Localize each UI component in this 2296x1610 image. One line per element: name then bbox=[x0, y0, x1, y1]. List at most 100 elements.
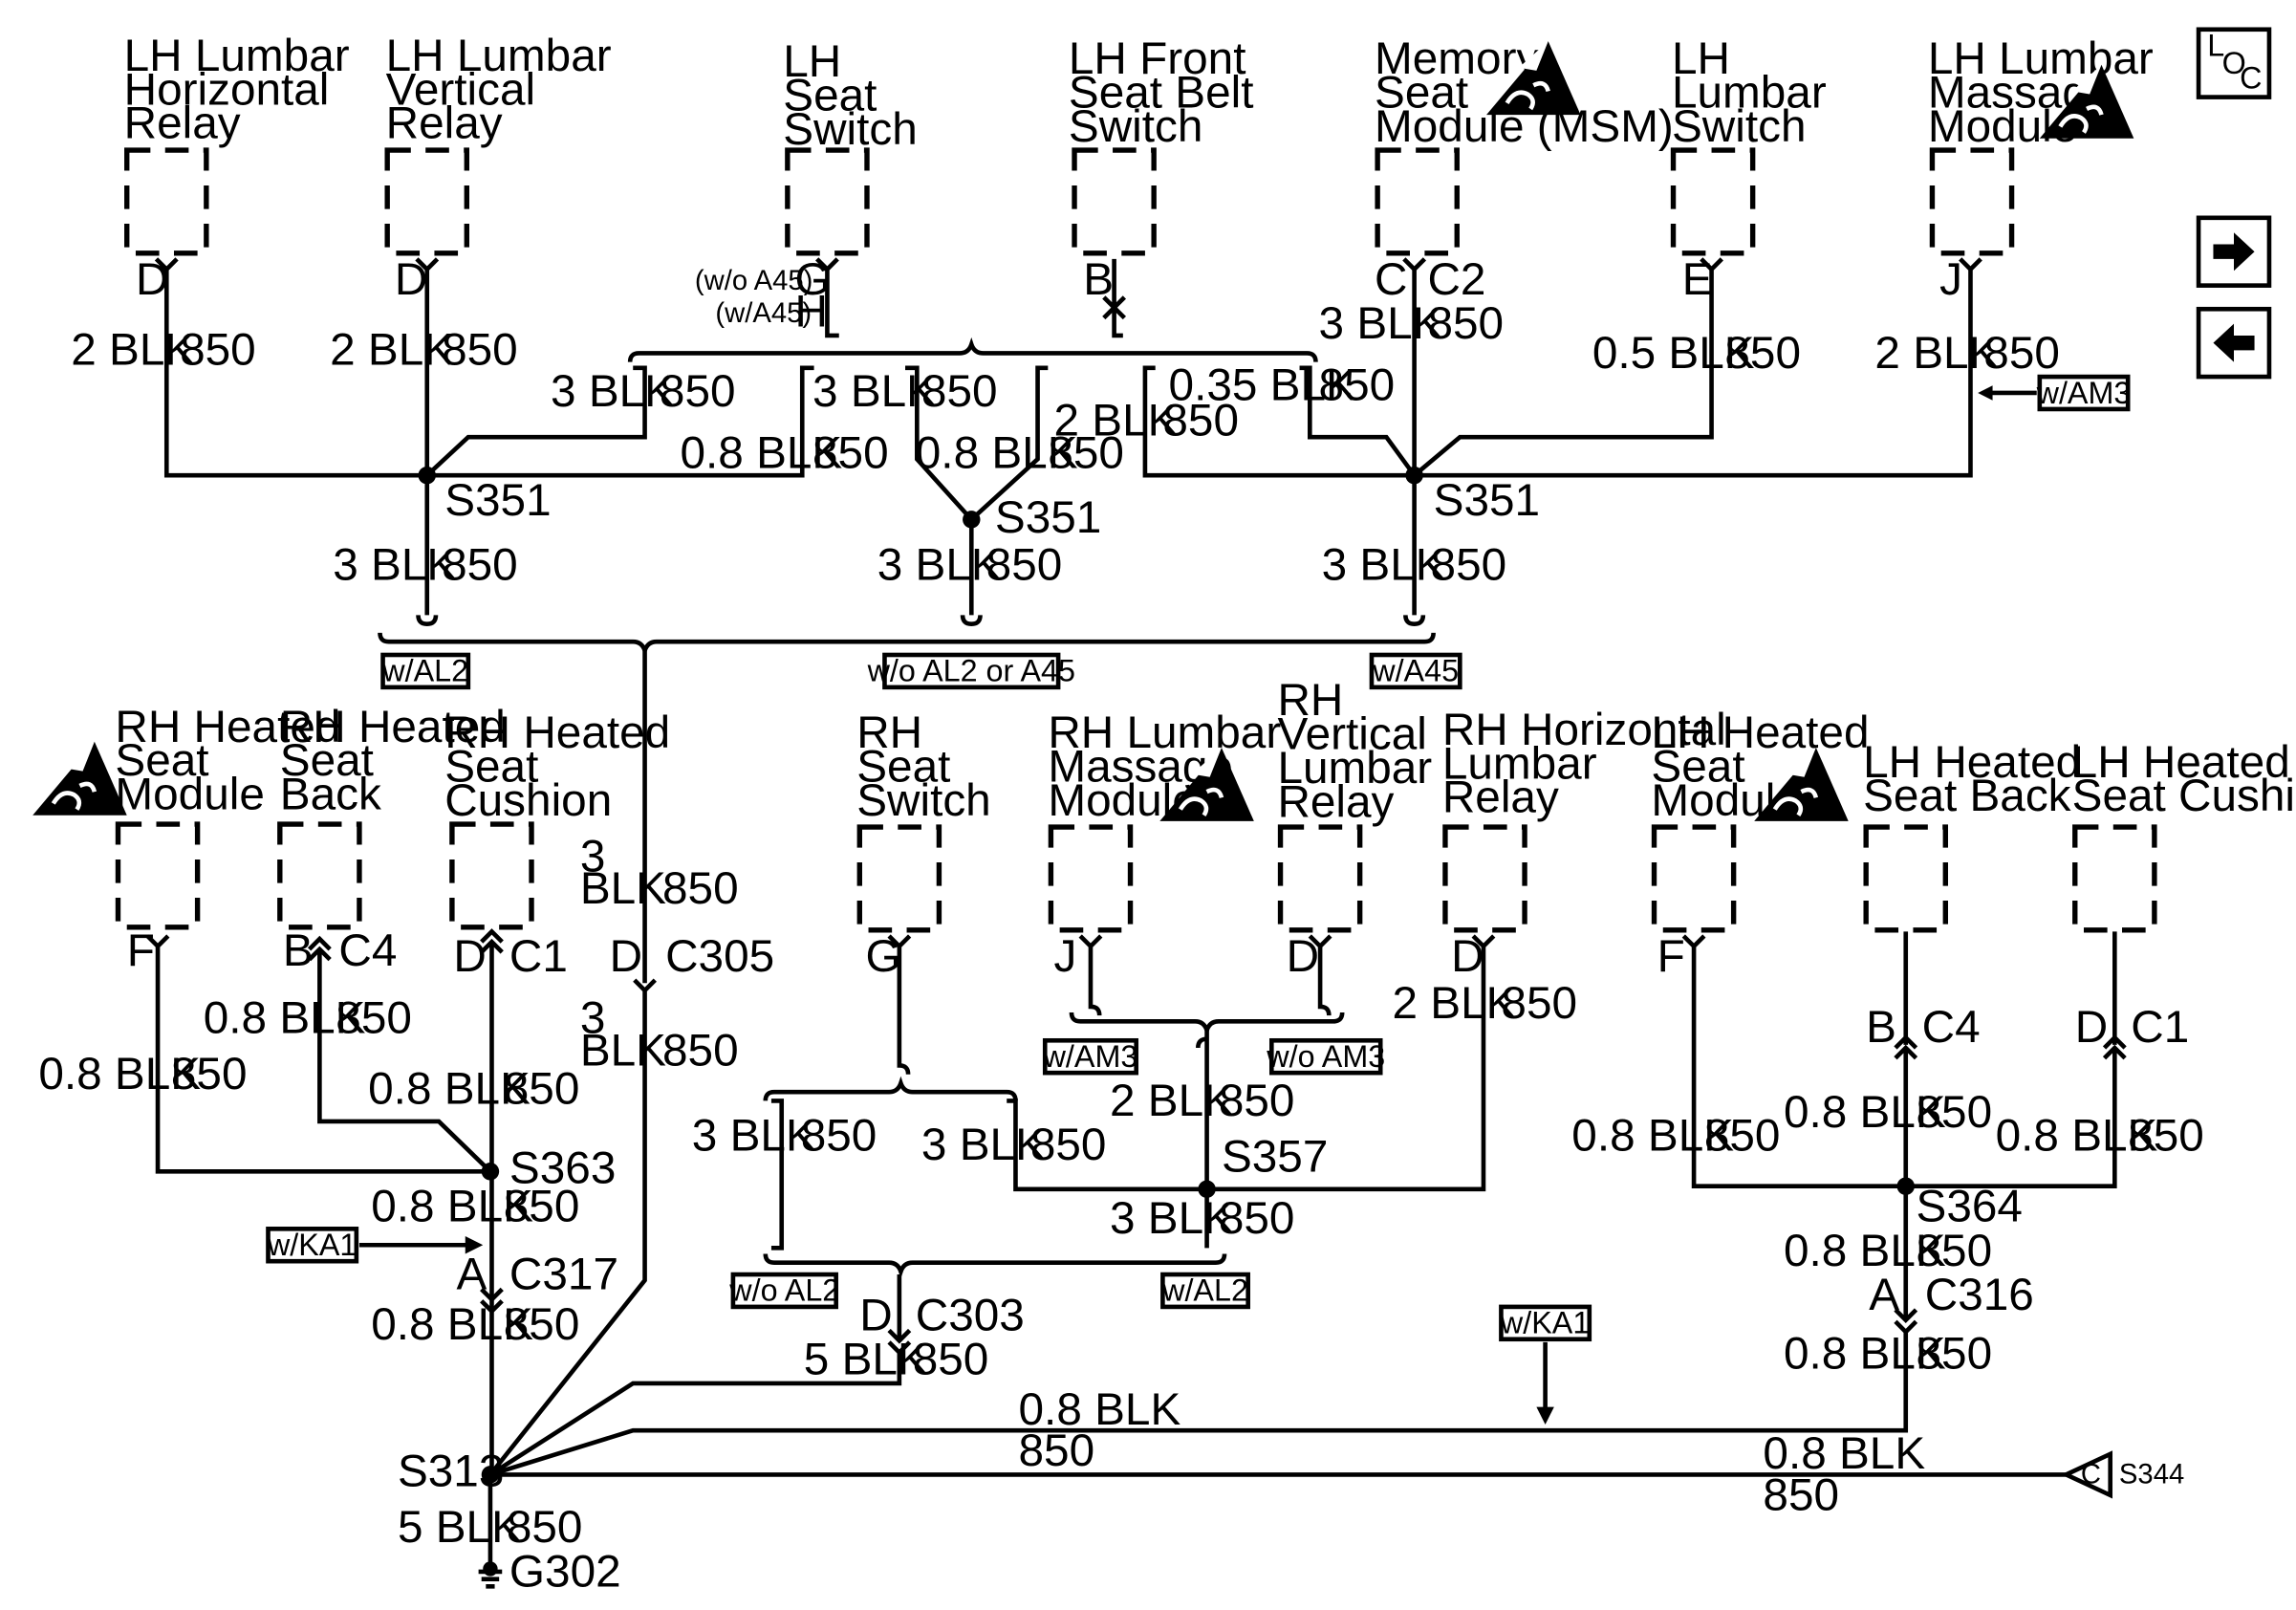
svg-text:L: L bbox=[2207, 28, 2224, 62]
wire-label: 0.5 BLK bbox=[1592, 328, 1755, 379]
splice-label: S351 bbox=[1434, 475, 1540, 526]
svg-text:O: O bbox=[2222, 46, 2246, 80]
splice-label: S363 bbox=[509, 1143, 616, 1194]
circuit-label: 850 bbox=[1724, 328, 1801, 379]
circuit-label: 850 bbox=[507, 1502, 583, 1553]
pin-label: D bbox=[610, 931, 642, 982]
connector-label: C317 bbox=[509, 1249, 618, 1299]
wire-label: 3 BLK bbox=[1110, 1193, 1234, 1244]
wire-label: 5 BLK bbox=[804, 1335, 928, 1385]
circuit-label: 850 bbox=[921, 366, 998, 417]
connector-label: C305 bbox=[665, 931, 774, 982]
pin-label: B bbox=[1866, 1002, 1896, 1053]
option-tag: w/AM3 bbox=[1043, 1039, 1138, 1074]
circuit-label: 850 bbox=[986, 539, 1063, 590]
wire-label: BLK bbox=[580, 1025, 666, 1076]
pin-label: J bbox=[1939, 254, 1962, 305]
circuit-label: 850 bbox=[1917, 1087, 1993, 1138]
wire-label: 0.8 BLK bbox=[371, 1182, 533, 1232]
pin-label: F bbox=[127, 925, 155, 976]
pin-label: J bbox=[1053, 931, 1076, 982]
circuit-label: 850 bbox=[1019, 1425, 1095, 1476]
wire-label: 0.8 BLK bbox=[916, 427, 1078, 478]
circuit-label: 850 bbox=[1319, 360, 1396, 411]
pin-label: D bbox=[1451, 931, 1484, 982]
circuit-label: 850 bbox=[442, 539, 518, 590]
circuit-label: 850 bbox=[1030, 1120, 1107, 1170]
connector-label: C316 bbox=[1925, 1270, 2034, 1320]
connector-label: C303 bbox=[916, 1291, 1025, 1341]
circuit-label: 850 bbox=[662, 1025, 739, 1076]
wire-label: 0.8 BLK bbox=[1996, 1111, 2158, 1162]
circuit-label: 850 bbox=[662, 863, 739, 914]
pin-label: G bbox=[865, 931, 900, 982]
splice-label: S364 bbox=[1917, 1182, 2023, 1232]
circuit-label: 850 bbox=[504, 1299, 580, 1350]
wire-label: BLK bbox=[580, 863, 666, 914]
option-tag: w/KA1 bbox=[267, 1228, 357, 1262]
pin-label: B bbox=[283, 925, 314, 976]
wire-label: 2 BLK bbox=[1874, 328, 1999, 379]
wire-label: 3 bbox=[580, 831, 606, 881]
pin-label: E bbox=[1682, 254, 1713, 305]
option-note: (w/A45) bbox=[715, 298, 812, 329]
connector-label: C1 bbox=[509, 931, 568, 982]
wire-label: 0.8 BLK bbox=[204, 993, 366, 1044]
pin-label: D bbox=[1287, 931, 1319, 982]
splice-dots bbox=[418, 466, 1915, 1577]
circuit-label: 850 bbox=[1983, 328, 2060, 379]
wire-label: 0.8 BLK bbox=[1763, 1428, 1925, 1479]
splice-label: S313 bbox=[398, 1447, 504, 1497]
circuit-label: 850 bbox=[1917, 1226, 1993, 1276]
wire-label: 3 BLK bbox=[1319, 298, 1443, 349]
wire-label: 3 BLK bbox=[921, 1120, 1046, 1170]
circuit-label: 850 bbox=[1162, 396, 1239, 446]
option-note: (w/o A45) bbox=[695, 266, 812, 296]
pin-label: D bbox=[2075, 1002, 2108, 1053]
pin-label: F bbox=[1657, 931, 1685, 982]
wire-label: 3 BLK bbox=[333, 539, 457, 590]
pin-label: A bbox=[1869, 1270, 1899, 1320]
wire-label: 5 BLK bbox=[398, 1502, 522, 1553]
wire-label: 2 BLK bbox=[1393, 978, 1517, 1029]
wire-label: 3 BLK bbox=[1322, 539, 1446, 590]
wire-label: 0.8 BLK bbox=[1571, 1111, 1734, 1162]
wire-label: 0.8 BLK bbox=[1784, 1226, 1946, 1276]
circuit-label: 850 bbox=[1501, 978, 1577, 1029]
wire-label: 2 BLK bbox=[330, 325, 454, 376]
next-arrow-icon[interactable] bbox=[2196, 215, 2272, 288]
circuit-label: 850 bbox=[660, 366, 736, 417]
circuit-label: 850 bbox=[336, 993, 412, 1044]
pin-label: G bbox=[795, 254, 831, 305]
loc-icon[interactable]: L O C bbox=[2196, 27, 2272, 99]
pin-label: C bbox=[1375, 254, 1407, 305]
component-boxes bbox=[115, 147, 2157, 933]
wire-label: 2 BLK bbox=[71, 325, 195, 376]
previous-arrow-icon[interactable] bbox=[2196, 306, 2272, 380]
circuit-label: 850 bbox=[1219, 1193, 1295, 1244]
circuit-label: 850 bbox=[504, 1182, 580, 1232]
pin-label: D bbox=[453, 931, 486, 982]
connector-label: C4 bbox=[1922, 1002, 1981, 1053]
pin-label: H bbox=[795, 287, 828, 337]
wire-label: 0.8 BLK bbox=[38, 1049, 201, 1099]
option-tag: w/o AM3 bbox=[1266, 1039, 1385, 1074]
circuit-label: 850 bbox=[801, 1111, 877, 1162]
option-tag: w/A45 bbox=[1372, 654, 1459, 688]
connector-label: C2 bbox=[1427, 254, 1485, 305]
wire-label: 0.8 BLK bbox=[368, 1063, 531, 1114]
wire-label: 3 BLK bbox=[812, 366, 937, 417]
connector-label: C4 bbox=[338, 925, 397, 976]
